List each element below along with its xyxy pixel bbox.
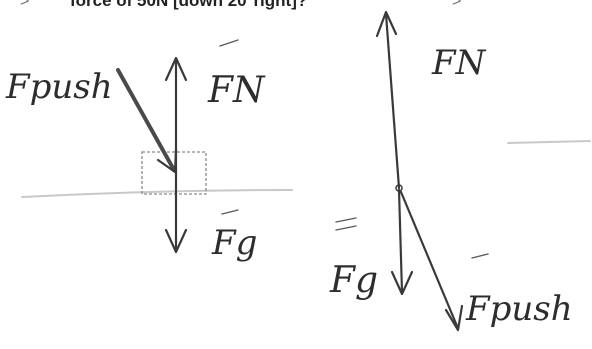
right-fn-arrowhead	[375, 10, 398, 38]
left-ground-line	[21, 189, 293, 198]
left-free-body-diagram: Fpush FN Fg	[5, 39, 293, 263]
left-box	[141, 151, 207, 195]
right-fg-vector-bar-bottom	[335, 225, 357, 231]
right-fg-arrow-shaft	[397, 188, 404, 294]
vector-mark-left: >	[20, 0, 30, 10]
left-fn-label: FN	[207, 70, 266, 111]
right-fpush-label: Fpush	[465, 289, 573, 329]
left-fpush-arrow-shaft	[116, 68, 176, 172]
left-fpush-label: Fpush	[5, 67, 113, 107]
left-fn-vector-bar	[219, 39, 239, 47]
vector-mark-right: >	[452, 0, 462, 10]
right-fpush-arrow-shaft	[399, 190, 459, 328]
left-fg-arrowhead	[164, 228, 188, 254]
right-fg-vector-bar-top	[335, 217, 357, 223]
right-fpush-vector-bar	[471, 253, 489, 259]
right-faint-line	[507, 140, 591, 144]
right-fn-label: FN	[431, 43, 487, 83]
left-fg-label: Fg	[211, 223, 257, 263]
right-fg-label: Fg	[329, 260, 378, 301]
right-fpush-arrowhead	[444, 304, 464, 332]
right-fn-arrow-shaft	[384, 12, 401, 190]
right-free-body-diagram: FN Fg Fpush	[329, 10, 591, 332]
right-fg-arrowhead	[390, 270, 414, 296]
question-text-line: > force of 50N [down 20°right]? >	[0, 0, 592, 15]
left-fg-vector-bar	[221, 209, 239, 215]
left-fn-arrowhead	[164, 56, 188, 82]
question-text: force of 50N [down 20°right]?	[70, 0, 308, 10]
